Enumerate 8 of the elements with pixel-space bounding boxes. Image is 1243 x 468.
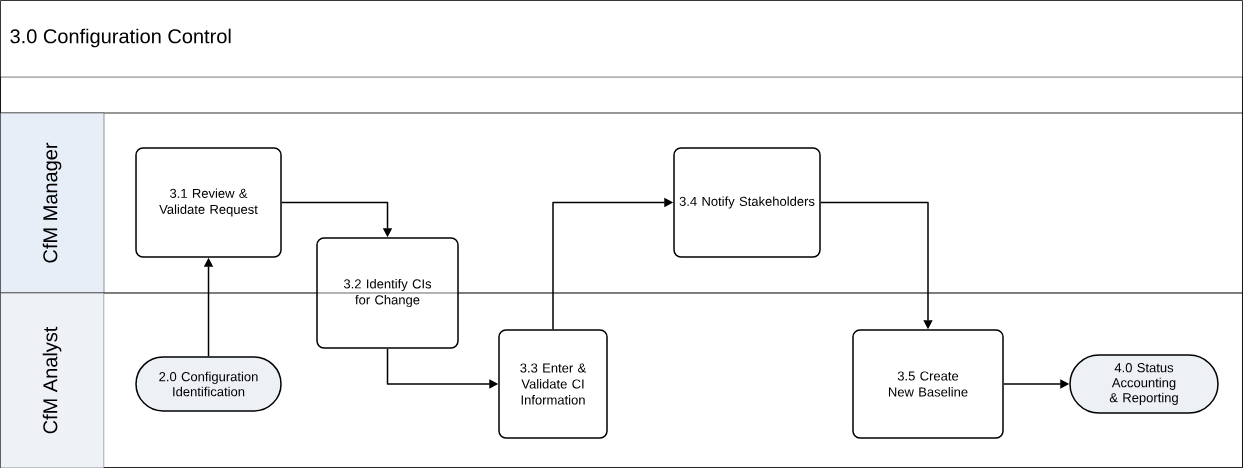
- terminator: 4.0 Status Accounting & Reporting: [1069, 354, 1219, 414]
- process-box: 3.4 Notify Stakeholders: [673, 147, 821, 258]
- process-box: 3.3 Enter & Validate CI Information: [498, 329, 608, 439]
- process-box: 3.2 Identify CIs for Change: [316, 237, 459, 349]
- process-box: 3.1 Review & Validate Request: [135, 147, 282, 258]
- process-box: 3.5 Create New Baseline: [852, 329, 1004, 439]
- title: 3.0 Configuration Control: [10, 28, 231, 48]
- terminator: 2.0 Configuration Identification: [135, 356, 282, 412]
